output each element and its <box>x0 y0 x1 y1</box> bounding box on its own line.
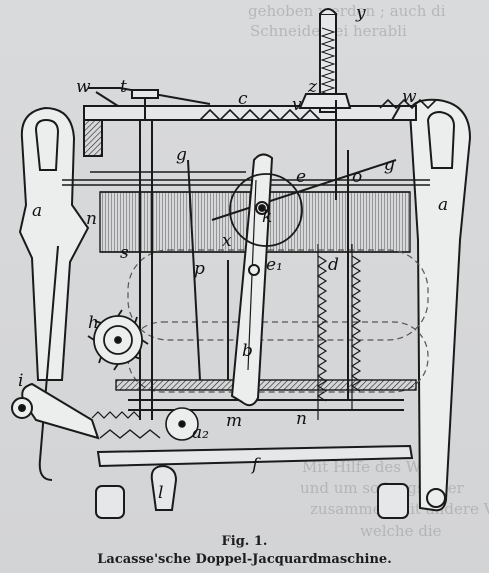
lower-linkage <box>96 429 414 511</box>
figure-letters: w t c v z w y g g e o n a a k x e₁ d s p <box>18 3 448 503</box>
label-k: k <box>262 207 272 227</box>
ratchet-wheel-h <box>87 309 149 371</box>
label-b: b <box>242 341 253 361</box>
slotted-lever <box>230 153 274 407</box>
label-v: v <box>292 95 302 115</box>
spring-d <box>316 244 362 420</box>
machine-drawing: w t c v z w y g g e o n a a k x e₁ d s p <box>11 3 472 519</box>
label-y: y <box>355 3 366 23</box>
label-a-right: a <box>438 195 448 215</box>
top-bar <box>83 98 437 157</box>
label-a2: a₂ <box>192 423 209 443</box>
lever-arm <box>88 87 211 120</box>
label-t: t <box>120 77 127 97</box>
label-o: o <box>352 167 362 187</box>
label-h: h <box>88 313 99 333</box>
base-plate <box>115 379 417 391</box>
label-d: d <box>328 255 339 275</box>
label-w-left: w <box>76 77 91 97</box>
label-w-right: w <box>402 87 417 107</box>
label-s: s <box>120 243 129 263</box>
figure-number: Fig. 1. <box>221 534 268 549</box>
label-a-left: a <box>32 201 42 221</box>
vertical-rod-y <box>298 8 352 113</box>
bleed-text-6: welche die <box>360 522 442 540</box>
label-p: p <box>194 259 205 279</box>
jacquard-machine-figure: w t c v z w y g g e o n a a k x e₁ d s p <box>11 3 472 519</box>
figure-caption: Lacasse'sche Doppel-Jacquardmaschine. <box>97 552 392 567</box>
spring-w-left <box>91 411 141 419</box>
label-f: f <box>250 455 261 475</box>
label-z: z <box>307 77 318 97</box>
bleed-text-1: gehoben werden ; auch di <box>248 2 446 20</box>
feet <box>95 483 409 519</box>
label-m: m <box>226 411 242 431</box>
left-frame <box>11 106 100 481</box>
label-n: n <box>86 209 97 229</box>
label-g-left: g <box>176 145 187 165</box>
eccentric-disc <box>229 173 303 247</box>
right-frame <box>408 98 472 512</box>
label-n-lower: n <box>296 409 307 429</box>
bleed-text-3: Mit Hilfe des Welle <box>302 458 448 476</box>
small-wheel <box>165 407 199 441</box>
hooks-region <box>127 249 429 393</box>
label-e: e <box>296 167 306 187</box>
label-x: x <box>222 231 232 251</box>
label-i: i <box>18 371 23 391</box>
label-c: c <box>238 89 248 109</box>
label-e1: e₁ <box>266 255 283 275</box>
label-g-right: g <box>384 155 395 175</box>
label-l: l <box>158 483 163 503</box>
